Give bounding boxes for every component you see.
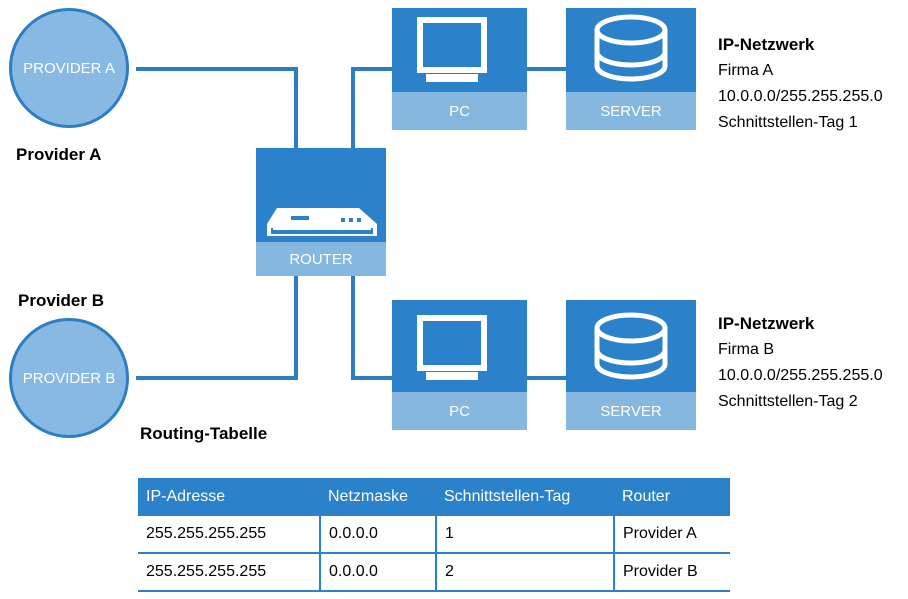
network-a-tag: Schnittstellen-Tag 1 [718, 114, 858, 131]
routing-table: IP-Adresse Netzmaske Schnittstellen-Tag … [138, 478, 730, 592]
table-cell: Provider A [613, 516, 730, 554]
server-a-node: SERVER [566, 8, 696, 130]
table-row: 255.255.255.255 0.0.0.0 2 Provider B [138, 553, 730, 592]
pc-b-label: PC [392, 392, 527, 430]
monitor-icon [417, 17, 487, 82]
server-b-node: SERVER [566, 300, 696, 430]
table-cell: 0.0.0.0 [319, 553, 436, 592]
provider-b-node-label: PROVIDER B [22, 369, 116, 387]
monitor-icon [417, 315, 487, 380]
router-icon [267, 208, 377, 236]
table-cell: 2 [435, 553, 614, 592]
table-row: 255.255.255.255 0.0.0.0 1 Provider A [138, 516, 730, 554]
table-cell: 0.0.0.0 [319, 516, 436, 554]
database-icon [594, 14, 668, 82]
table-cell: Provider B [613, 553, 730, 592]
network-b-tag: Schnittstellen-Tag 2 [718, 393, 858, 410]
router-node: ROUTER [256, 148, 386, 276]
router-label: ROUTER [256, 242, 386, 276]
column-header: Netzmaske [320, 478, 436, 516]
table-cell: 1 [435, 516, 614, 554]
table-cell: 255.255.255.255 [138, 516, 320, 554]
routing-table-title: Routing-Tabelle [140, 424, 268, 443]
network-b-company: Firma B [718, 341, 774, 358]
provider-a-node: PROVIDER A [9, 8, 129, 128]
server-b-label: SERVER [566, 392, 696, 430]
provider-a-caption: Provider A [16, 145, 102, 164]
column-header: Schnittstellen-Tag [436, 478, 614, 516]
network-b-heading: IP-Netzwerk [718, 314, 815, 333]
pc-a-node: PC [392, 8, 527, 130]
provider-b-node: PROVIDER B [9, 318, 129, 438]
pc-b-node: PC [392, 300, 527, 430]
column-header: Router [614, 478, 730, 516]
network-a-heading: IP-Netzwerk [718, 35, 815, 54]
network-a-company: Firma A [718, 62, 774, 79]
network-b-address: 10.0.0.0/255.255.255.0 [718, 367, 883, 384]
routing-table-header-row: IP-Adresse Netzmaske Schnittstellen-Tag … [138, 478, 730, 516]
network-a-info: IP-Netzwerk Firma A 10.0.0.0/255.255.255… [718, 32, 883, 136]
database-icon [594, 312, 668, 380]
provider-a-node-label: PROVIDER A [23, 59, 115, 77]
column-header: IP-Adresse [138, 478, 320, 516]
provider-b-caption: Provider B [18, 291, 104, 310]
server-a-label: SERVER [566, 92, 696, 130]
network-b-info: IP-Netzwerk Firma B 10.0.0.0/255.255.255… [718, 311, 883, 415]
pc-a-label: PC [392, 92, 527, 130]
network-a-address: 10.0.0.0/255.255.255.0 [718, 88, 883, 105]
table-cell: 255.255.255.255 [138, 553, 320, 592]
